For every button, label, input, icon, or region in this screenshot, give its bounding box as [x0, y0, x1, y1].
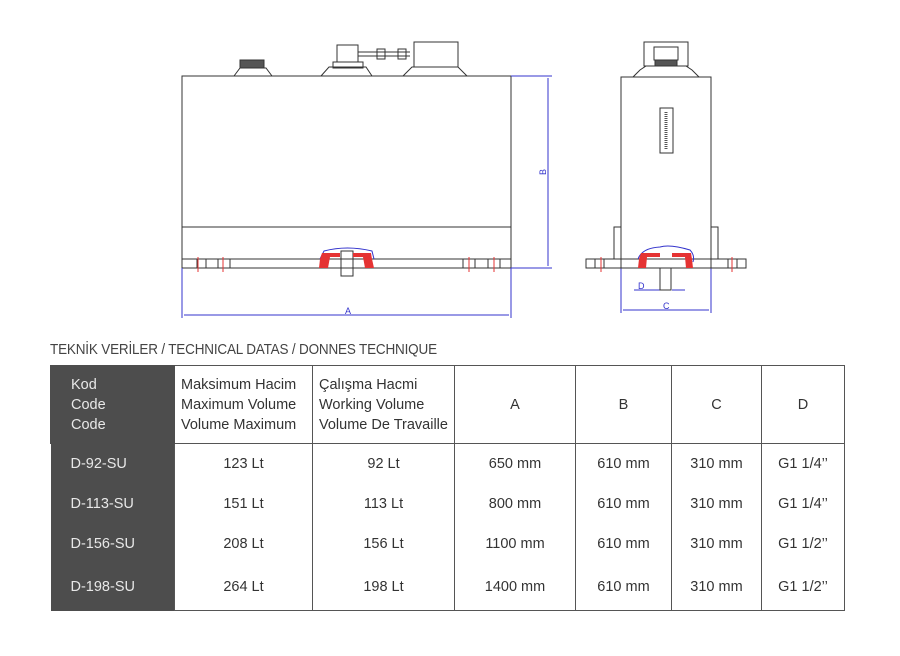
dimension-c-label: C	[663, 301, 670, 311]
cell-code: D-113-SU	[50, 484, 175, 524]
level-gauge-icon	[659, 107, 674, 154]
header-working-volume: Çalışma Hacmi Working Volume Volume De T…	[312, 365, 455, 444]
cell-b: 610 mm	[575, 564, 672, 611]
header-label: Volume De Travaille	[319, 416, 448, 433]
dimension-d-label: D	[638, 281, 645, 291]
cell-max-volume: 264 Lt	[174, 564, 313, 611]
front-section-drain	[197, 247, 495, 272]
cell-d: G1 1/2’’	[761, 564, 845, 611]
table-row: D-156-SU 208 Lt 156 Lt 1100 mm 610 mm 31…	[50, 524, 845, 564]
side-view	[585, 41, 747, 291]
table-row: D-198-SU 264 Lt 198 Lt 1400 mm 610 mm 31…	[50, 564, 845, 611]
cell-d: G1 1/2’’	[761, 524, 845, 564]
cell-working-volume: 156 Lt	[312, 524, 455, 564]
dimension-b-label: B	[538, 169, 548, 175]
tank-technical-drawing: A B C D	[181, 41, 747, 318]
cell-a: 1100 mm	[454, 524, 576, 564]
cell-b: 610 mm	[575, 524, 672, 564]
header-c: C	[671, 365, 762, 444]
header-d: D	[761, 365, 845, 444]
cell-code: D-198-SU	[50, 564, 175, 611]
header-label: Working Volume	[319, 396, 425, 413]
dimension-a-label: A	[345, 306, 351, 316]
cell-c: 310 mm	[671, 564, 762, 611]
header-label: Code	[71, 416, 106, 433]
filler-cap-icon	[239, 59, 265, 69]
cell-d: G1 1/4’’	[761, 484, 845, 524]
cell-c: 310 mm	[671, 484, 762, 524]
cell-working-volume: 198 Lt	[312, 564, 455, 611]
header-label: Maximum Volume	[181, 396, 297, 413]
cell-a: 1400 mm	[454, 564, 576, 611]
table-header-row: Kod Code Code Maksimum Hacim Maximum Vol…	[50, 365, 845, 444]
cell-max-volume: 151 Lt	[174, 484, 313, 524]
cell-c: 310 mm	[671, 524, 762, 564]
header-code: Kod Code Code	[50, 365, 175, 444]
cell-a: 800 mm	[454, 484, 576, 524]
cell-a: 650 mm	[454, 443, 576, 484]
header-label: Çalışma Hacmi	[319, 376, 418, 393]
front-view	[181, 41, 512, 277]
cell-d: G1 1/4’’	[761, 443, 845, 484]
header-label: Code	[71, 396, 106, 413]
header-label: Kod	[71, 376, 97, 393]
header-label: Volume Maximum	[181, 416, 297, 433]
header-label: Maksimum Hacim	[181, 376, 297, 393]
cell-b: 610 mm	[575, 484, 672, 524]
section-title: TEKNİK VERİLER / TECHNICAL DATAS / DONNE…	[50, 341, 437, 358]
cell-max-volume: 123 Lt	[174, 443, 313, 484]
cell-b: 610 mm	[575, 443, 672, 484]
cell-code: D-92-SU	[50, 443, 175, 484]
cell-working-volume: 92 Lt	[312, 443, 455, 484]
table-row: D-113-SU 151 Lt 113 Lt 800 mm 610 mm 310…	[50, 484, 845, 524]
side-section-drain	[600, 245, 733, 272]
dimension-lines	[181, 75, 712, 318]
header-a: A	[454, 365, 576, 444]
header-b: B	[575, 365, 672, 444]
header-max-volume: Maksimum Hacim Maximum Volume Volume Max…	[174, 365, 313, 444]
cell-code: D-156-SU	[50, 524, 175, 564]
cell-working-volume: 113 Lt	[312, 484, 455, 524]
cell-max-volume: 208 Lt	[174, 524, 313, 564]
cell-c: 310 mm	[671, 443, 762, 484]
table-row: D-92-SU 123 Lt 92 Lt 650 mm 610 mm 310 m…	[50, 443, 845, 484]
technical-data-table: Kod Code Code Maksimum Hacim Maximum Vol…	[50, 365, 845, 611]
